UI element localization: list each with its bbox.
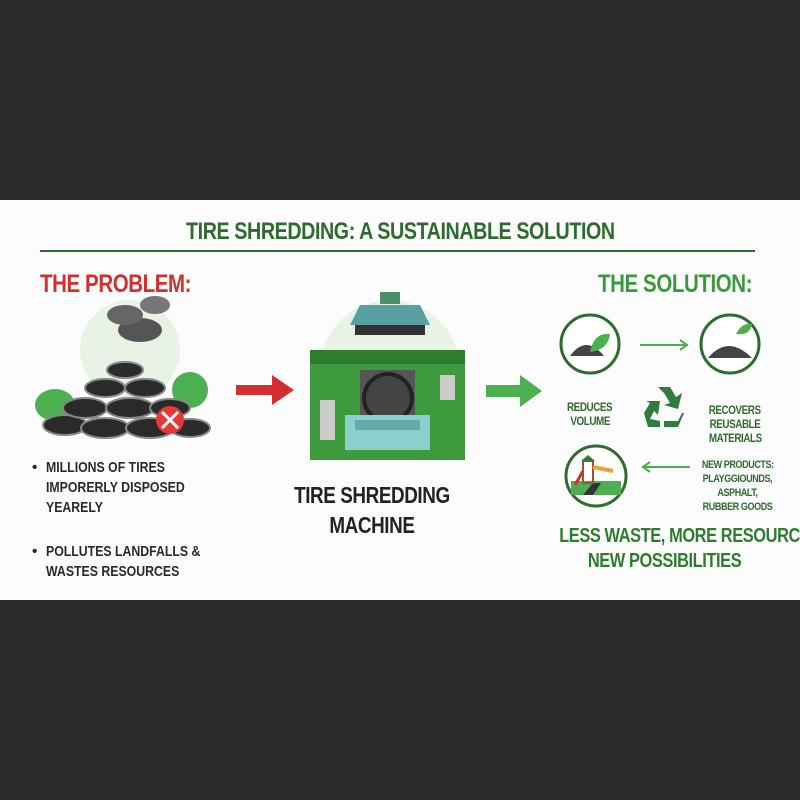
solution-heading: THE SOLUTION: xyxy=(598,270,753,298)
green-arrow-icon xyxy=(486,375,542,407)
page-title: TIRE SHREDDING: A SUSTAINABLE SOLUTION xyxy=(185,218,615,245)
recovered-material-icon xyxy=(699,313,761,375)
problem-bullet: •MILLIONS OF TIRES IMPORERLY DISPOSED YE… xyxy=(32,459,185,516)
machine-caption: TIRE SHREDDING MACHINE xyxy=(294,482,450,538)
new-products-label: NEW PRODUCTS:PLAYGGIOUNDS,ASPHALT,RUBBER… xyxy=(701,459,774,513)
title-divider xyxy=(40,250,755,252)
arrow-left-icon xyxy=(641,461,690,473)
problem-heading: THE PROBLEM: xyxy=(40,270,192,298)
arrow-right-icon xyxy=(640,339,689,351)
problem-bullet: •POLLUTES LANDFALLS & WASTES RESOURCES xyxy=(32,543,201,580)
problem-bullet-list: •MILLIONS OF TIRES IMPORERLY DISPOSED YE… xyxy=(32,458,276,582)
playground-icon xyxy=(564,444,628,508)
tire-pile-illustration xyxy=(35,296,211,439)
solution-tagline: LESS WASTE, MORE RESOURCES,NEW POSSIBILI… xyxy=(559,525,800,572)
infographic-panel: TIRE SHREDDING: A SUSTAINABLE SOLUTION T… xyxy=(0,200,800,600)
rubber-crumb-leaf-icon xyxy=(559,313,621,375)
shredding-machine-illustration xyxy=(310,292,465,460)
red-arrow-icon xyxy=(236,375,294,405)
recycle-icon xyxy=(644,387,684,427)
